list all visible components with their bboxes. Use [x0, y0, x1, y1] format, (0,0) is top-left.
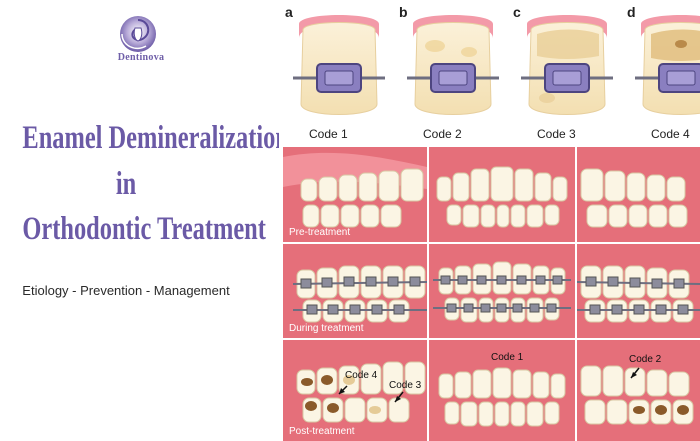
panel-letter-c: c	[513, 4, 521, 20]
pre-treatment-left-view: Pre-treatment	[283, 147, 427, 242]
post-treatment-front-view: Code 1	[429, 340, 575, 441]
pre-treatment-front-view	[429, 147, 575, 242]
tooth-code-1-icon	[293, 15, 385, 115]
row-label-post-treatment: Post-treatment	[289, 426, 355, 437]
post-treatment-right-view: Code 2	[577, 340, 700, 441]
during-treatment-front-view	[429, 244, 575, 338]
tooth-illustrations	[293, 15, 700, 115]
figure-panel: a b c d	[279, 0, 700, 441]
code-label-2: Code 2	[423, 127, 462, 141]
title-line-1: Enamel Demineralization	[22, 120, 289, 156]
code-label-3: Code 3	[537, 127, 576, 141]
tooth-code-3-icon	[521, 15, 613, 115]
row-label-pre-treatment: Pre-treatment	[289, 227, 351, 238]
pre-treatment-right-view	[577, 147, 700, 242]
subtitle: Etiology - Prevention - Management	[22, 283, 230, 298]
title-line-2: in	[115, 165, 137, 202]
code-label-4: Code 4	[651, 127, 690, 141]
title-line-3: Orthodontic Treatment	[22, 211, 266, 248]
during-treatment-right-view	[577, 244, 700, 338]
panel-letter-d: d	[627, 4, 636, 20]
brand-name: Dentinova	[117, 52, 165, 63]
panel-letter-a: a	[285, 4, 293, 20]
annotation-code-2: Code 2	[629, 354, 662, 365]
post-treatment-left-view: Code 4 Code 3 Post-treatment	[283, 340, 427, 441]
annotation-code-1: Code 1	[491, 352, 524, 363]
annotation-code-3: Code 3	[389, 380, 422, 391]
panel-letter-b: b	[399, 4, 408, 20]
tooth-code-2-icon	[407, 15, 499, 115]
page-title: Enamel Demineralization in Orthodontic T…	[22, 116, 289, 253]
left-title-panel: Dentinova Enamel Demineralization in Ort…	[0, 0, 289, 441]
dentinova-logo-icon	[120, 16, 156, 52]
row-label-during-treatment: During treatment	[289, 323, 364, 334]
tooth-code-4-icon	[635, 15, 700, 115]
annotation-code-4: Code 4	[345, 370, 378, 381]
during-treatment-left-view: During treatment	[283, 244, 427, 338]
code-label-1: Code 1	[309, 127, 348, 141]
